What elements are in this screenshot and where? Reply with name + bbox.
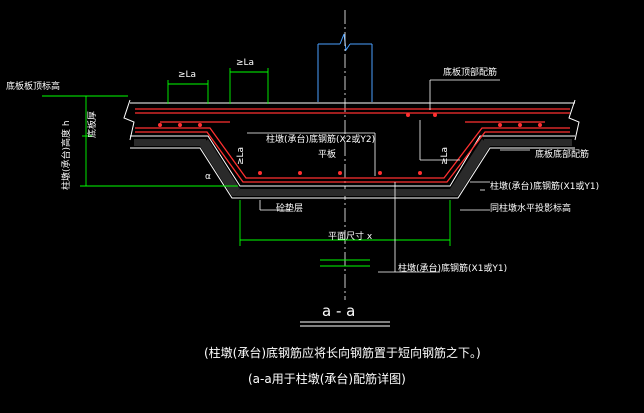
rebar-lines — [135, 108, 570, 183]
slab-outline — [123, 99, 580, 199]
dimension-lines — [42, 68, 451, 267]
leader-lines — [247, 79, 530, 273]
label-rebar-x1y1-bottom: 柱墩(承台)底钢筋(X1或Y1) — [398, 264, 508, 274]
label-bottom-slab: 底板厚 — [88, 110, 98, 138]
label-la-2: ≥La — [236, 58, 255, 68]
label-la-1: ≥La — [178, 70, 197, 80]
label-rebar-x1y1-right: 柱墩(承台)底钢筋(X1或Y1) — [490, 182, 600, 192]
label-thickness: 柱墩(承台)高度 h — [62, 120, 72, 190]
label-top-rebar: 底板顶部配筋 — [443, 68, 498, 78]
caption-note-2: (a-a用于柱墩(承台)配筋详图) — [248, 372, 406, 386]
label-floor-elev: 底板板顶标高 — [6, 82, 61, 92]
caption-note-1: (柱墩(承台)底钢筋应将长向钢筋置于短向钢筋之下。) — [204, 346, 481, 360]
label-alpha: α — [205, 172, 211, 182]
caption-underline — [300, 321, 390, 327]
label-flat: 平板 — [318, 150, 337, 160]
label-waterproof-elev: 同柱墩水平投影标高 — [490, 204, 572, 214]
rebar-dots — [158, 113, 542, 175]
cushion-hatch — [134, 139, 572, 196]
label-bottom-rebar-right: 底板底部配筋 — [535, 150, 590, 160]
section-title: a - a — [322, 302, 356, 320]
label-la-left: ≥La — [236, 146, 246, 165]
label-plan-size: 平面尺寸 x — [328, 232, 373, 242]
label-cushion: 砼垫层 — [276, 204, 304, 214]
label-la-right: ≥La — [440, 146, 450, 165]
label-rebar-x2y2: 柱墩(承台)底钢筋(X2或Y2) — [266, 135, 376, 145]
